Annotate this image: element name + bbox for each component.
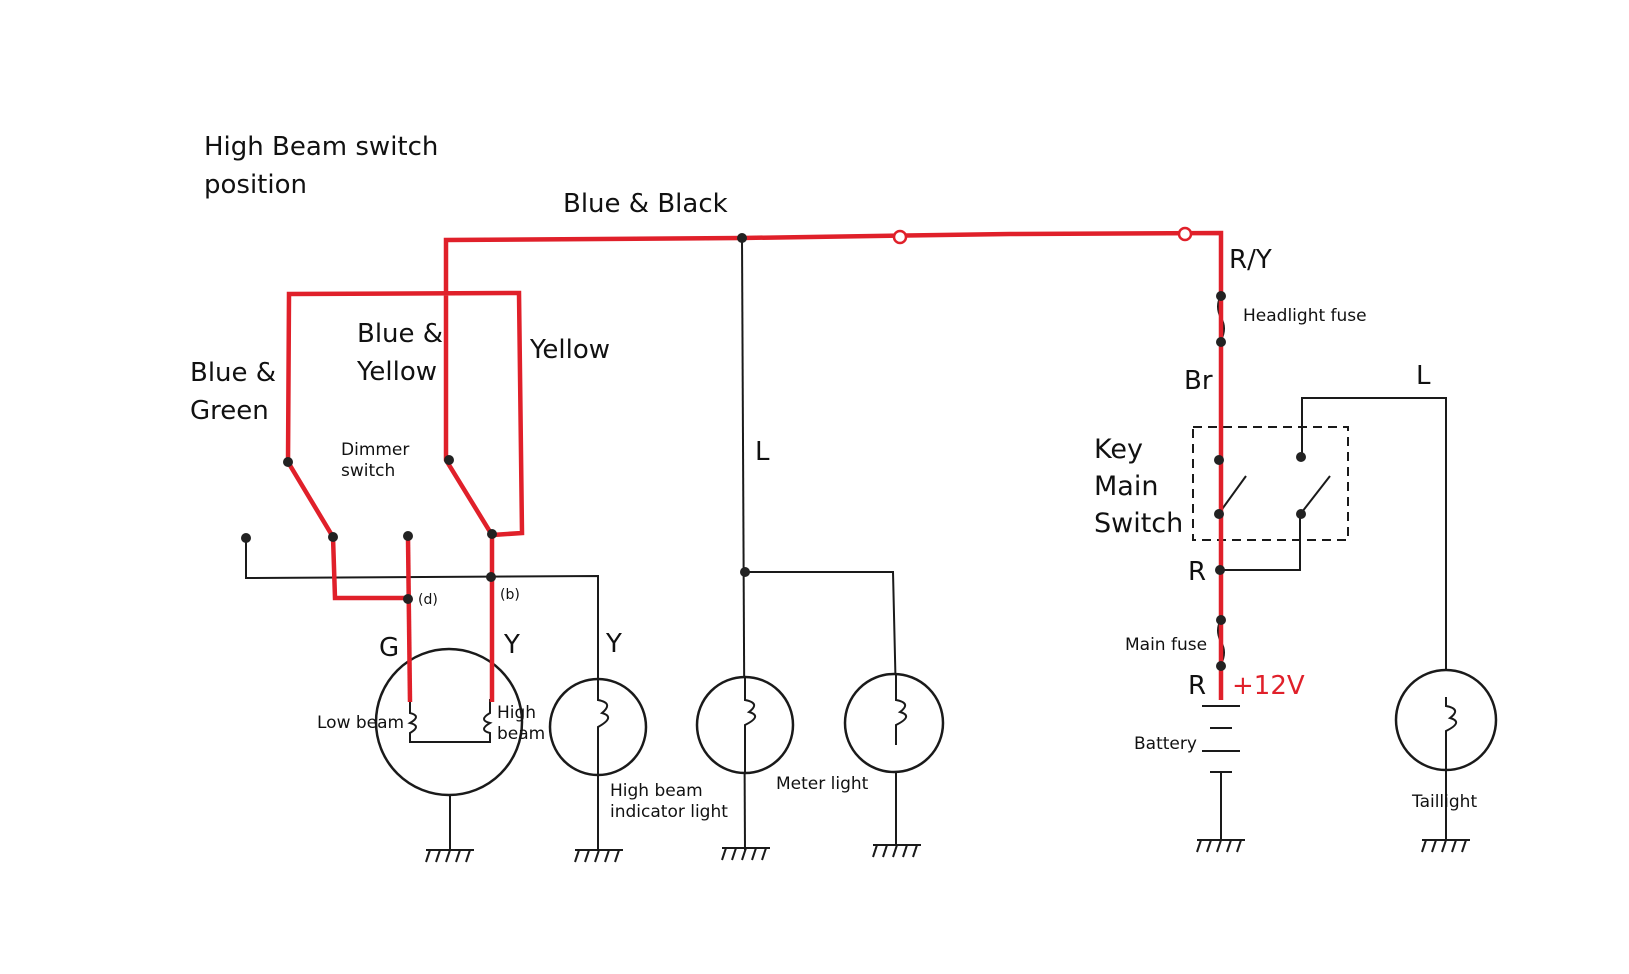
title-line-2: position <box>204 170 307 200</box>
junction-dot <box>403 594 413 604</box>
label-wire-g: G <box>379 633 399 663</box>
junction-dot <box>1215 565 1225 575</box>
meter-filament-1-icon <box>744 677 756 773</box>
junction-dot <box>486 572 496 582</box>
wire-taillight-l <box>1301 397 1447 697</box>
label-ry: R/Y <box>1229 245 1272 275</box>
label-indicator-1: High beam <box>610 781 703 801</box>
label-key-line-3: Switch <box>1094 508 1183 539</box>
title-line-1: High Beam switch <box>204 132 438 162</box>
junction-dot <box>403 531 413 541</box>
junction-dot <box>444 455 454 465</box>
junction-dot <box>283 457 293 467</box>
label-blue-yellow-1: Blue & <box>357 319 443 349</box>
label-headlight-fuse: Headlight fuse <box>1243 306 1367 326</box>
meter-filament-2-icon <box>895 674 907 745</box>
label-wire-y-2: Y <box>605 629 622 659</box>
label-battery: Battery <box>1134 734 1197 754</box>
label-dimmer-1: Dimmer <box>341 440 409 460</box>
label-r-upper: R <box>1188 557 1206 587</box>
key-contact-1 <box>1219 475 1247 513</box>
headlight-icon <box>374 647 524 797</box>
junction-dot <box>328 532 338 542</box>
key-switch-box <box>1192 426 1349 541</box>
labels: High Beam switch position Blue & Black R… <box>190 132 1477 822</box>
junction-dot <box>1216 615 1226 625</box>
label-taillight: Taillight <box>1411 792 1477 812</box>
key-contact-2 <box>1301 475 1331 513</box>
junction-dot <box>1214 509 1224 519</box>
label-terminal-d: (d) <box>418 592 438 608</box>
junction-dot <box>1216 291 1226 301</box>
meter-lamp-2-icon <box>843 672 945 774</box>
label-key-line-2: Main <box>1094 471 1158 502</box>
ground-icon <box>1196 839 1245 853</box>
ground-icon <box>721 847 770 861</box>
label-main-fuse: Main fuse <box>1125 635 1207 655</box>
label-wire-y-1: Y <box>503 630 520 660</box>
label-l-top: L <box>1416 361 1431 391</box>
label-meter-light: Meter light <box>776 774 869 794</box>
label-terminal-b: (b) <box>500 587 520 603</box>
label-blue-green-1: Blue & <box>190 358 276 388</box>
junction-dot <box>1296 452 1306 462</box>
wire-key-pole2 <box>1220 514 1301 571</box>
junction-dot <box>1216 661 1226 671</box>
highlighted-current-path <box>285 226 1224 703</box>
label-high-beam-2: beam <box>497 724 545 744</box>
label-low-beam: Low beam <box>317 713 404 733</box>
connector-icon <box>1177 226 1193 242</box>
label-blue-black: Blue & Black <box>563 189 728 219</box>
label-plus-12v: +12V <box>1232 671 1305 701</box>
wire-low-beam-green <box>405 537 413 703</box>
junctions <box>241 233 1306 671</box>
headlight-filaments-icon <box>407 699 493 743</box>
junction-dot <box>1214 455 1224 465</box>
junction-dot <box>740 567 750 577</box>
label-indicator-2: indicator light <box>610 802 728 822</box>
label-l-mid: L <box>755 437 770 467</box>
wire-meter-branch <box>745 571 897 701</box>
taillight-filament-icon <box>1445 697 1457 770</box>
label-br: Br <box>1184 366 1213 396</box>
wire-blue-black-path <box>285 230 1224 700</box>
lamps <box>374 647 1498 797</box>
ground-icon <box>574 849 623 863</box>
junction-dot <box>241 533 251 543</box>
junction-dot <box>737 233 747 243</box>
ground-icon <box>1421 839 1470 853</box>
label-dimmer-2: switch <box>341 461 395 481</box>
connector-icon <box>892 229 908 245</box>
grounds <box>425 839 1470 863</box>
label-r-lower: R <box>1188 671 1206 701</box>
label-yellow: Yellow <box>529 335 610 365</box>
label-key-line-1: Key <box>1094 434 1143 465</box>
junction-dot <box>487 529 497 539</box>
junction-dot <box>1216 337 1226 347</box>
label-high-beam-1: High <box>497 703 536 723</box>
ground-icon <box>425 849 474 863</box>
label-blue-yellow-2: Yellow <box>356 357 437 387</box>
label-blue-green-2: Green <box>190 396 269 426</box>
indicator-filament-icon <box>597 679 609 775</box>
ground-icon <box>872 844 921 858</box>
junction-dot <box>1296 509 1306 519</box>
